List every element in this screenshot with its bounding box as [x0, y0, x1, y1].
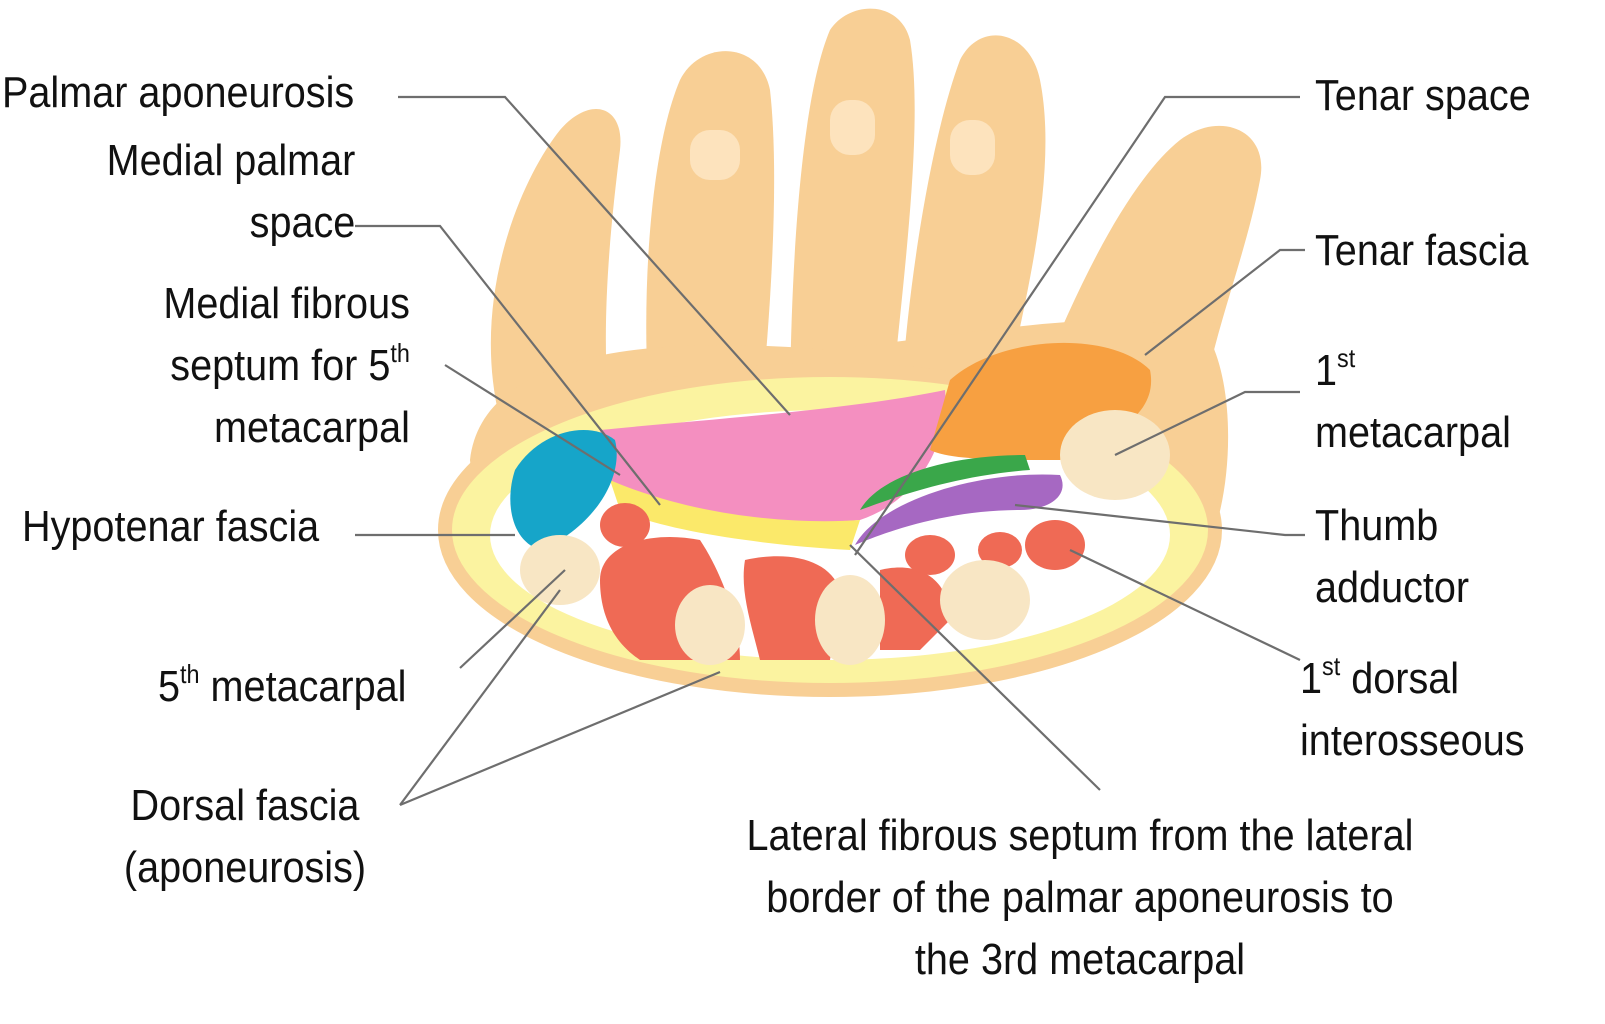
label-line: septum for 5th [163, 335, 410, 397]
superscript: th [180, 659, 200, 689]
label-medial-palmar-space: Medial palmar space [106, 130, 355, 254]
label-line: (aponeurosis) [123, 843, 367, 892]
label-line: interosseous [1300, 716, 1525, 765]
cross-section [438, 342, 1222, 697]
label-line: border of the palmar aponeurosis to [766, 873, 1394, 922]
label-line: space [249, 198, 355, 247]
label-dorsal-fascia: Dorsal fascia (aponeurosis) [79, 775, 412, 899]
label-line: Dorsal fascia [130, 781, 360, 830]
label-text: septum for 5 [170, 341, 391, 390]
label-line: 1st dorsal [1300, 648, 1525, 710]
label-line: Thumb [1315, 501, 1439, 550]
label-line: Medial palmar [106, 136, 355, 185]
label-line: the 3rd metacarpal [914, 935, 1246, 984]
label-1st-dorsal-interosseous: 1st dorsal interosseous [1300, 648, 1525, 772]
label-line: 1st [1315, 340, 1511, 402]
label-1st-metacarpal: 1st metacarpal [1315, 340, 1511, 464]
superscript: th [390, 338, 410, 368]
label-text: 1 [1315, 346, 1338, 395]
label-line: Lateral fibrous septum from the lateral [746, 811, 1414, 860]
label-line: metacarpal [1315, 408, 1511, 457]
label-text: 5 [158, 662, 181, 711]
medial-palmar-space-region [600, 390, 946, 523]
label-tenar-space: Tenar space [1315, 71, 1531, 120]
leader-lines [355, 95, 1305, 807]
label-text: metacarpal [199, 662, 407, 711]
label-thumb-adductor: Thumb adductor [1315, 495, 1469, 619]
label-palmar-aponeurosis: Palmar aponeurosis [2, 68, 355, 117]
superscript: st [1322, 651, 1341, 681]
label-line: metacarpal [214, 403, 410, 452]
label-text: dorsal [1340, 654, 1460, 703]
hypotenar-region [510, 430, 617, 550]
label-5th-metacarpal: 5th metacarpal [158, 656, 406, 718]
superscript: st [1337, 343, 1356, 373]
label-lateral-fibrous-septum: Lateral fibrous septum from the lateral … [720, 805, 1440, 991]
label-line: Medial fibrous [163, 279, 410, 328]
label-hypotenar-fascia: Hypotenar fascia [22, 502, 320, 551]
label-medial-fibrous-septum: Medial fibrous septum for 5th metacarpal [163, 273, 410, 459]
label-text: 1 [1300, 654, 1323, 703]
label-line: adductor [1315, 563, 1470, 612]
label-tenar-fascia: Tenar fascia [1315, 226, 1529, 275]
